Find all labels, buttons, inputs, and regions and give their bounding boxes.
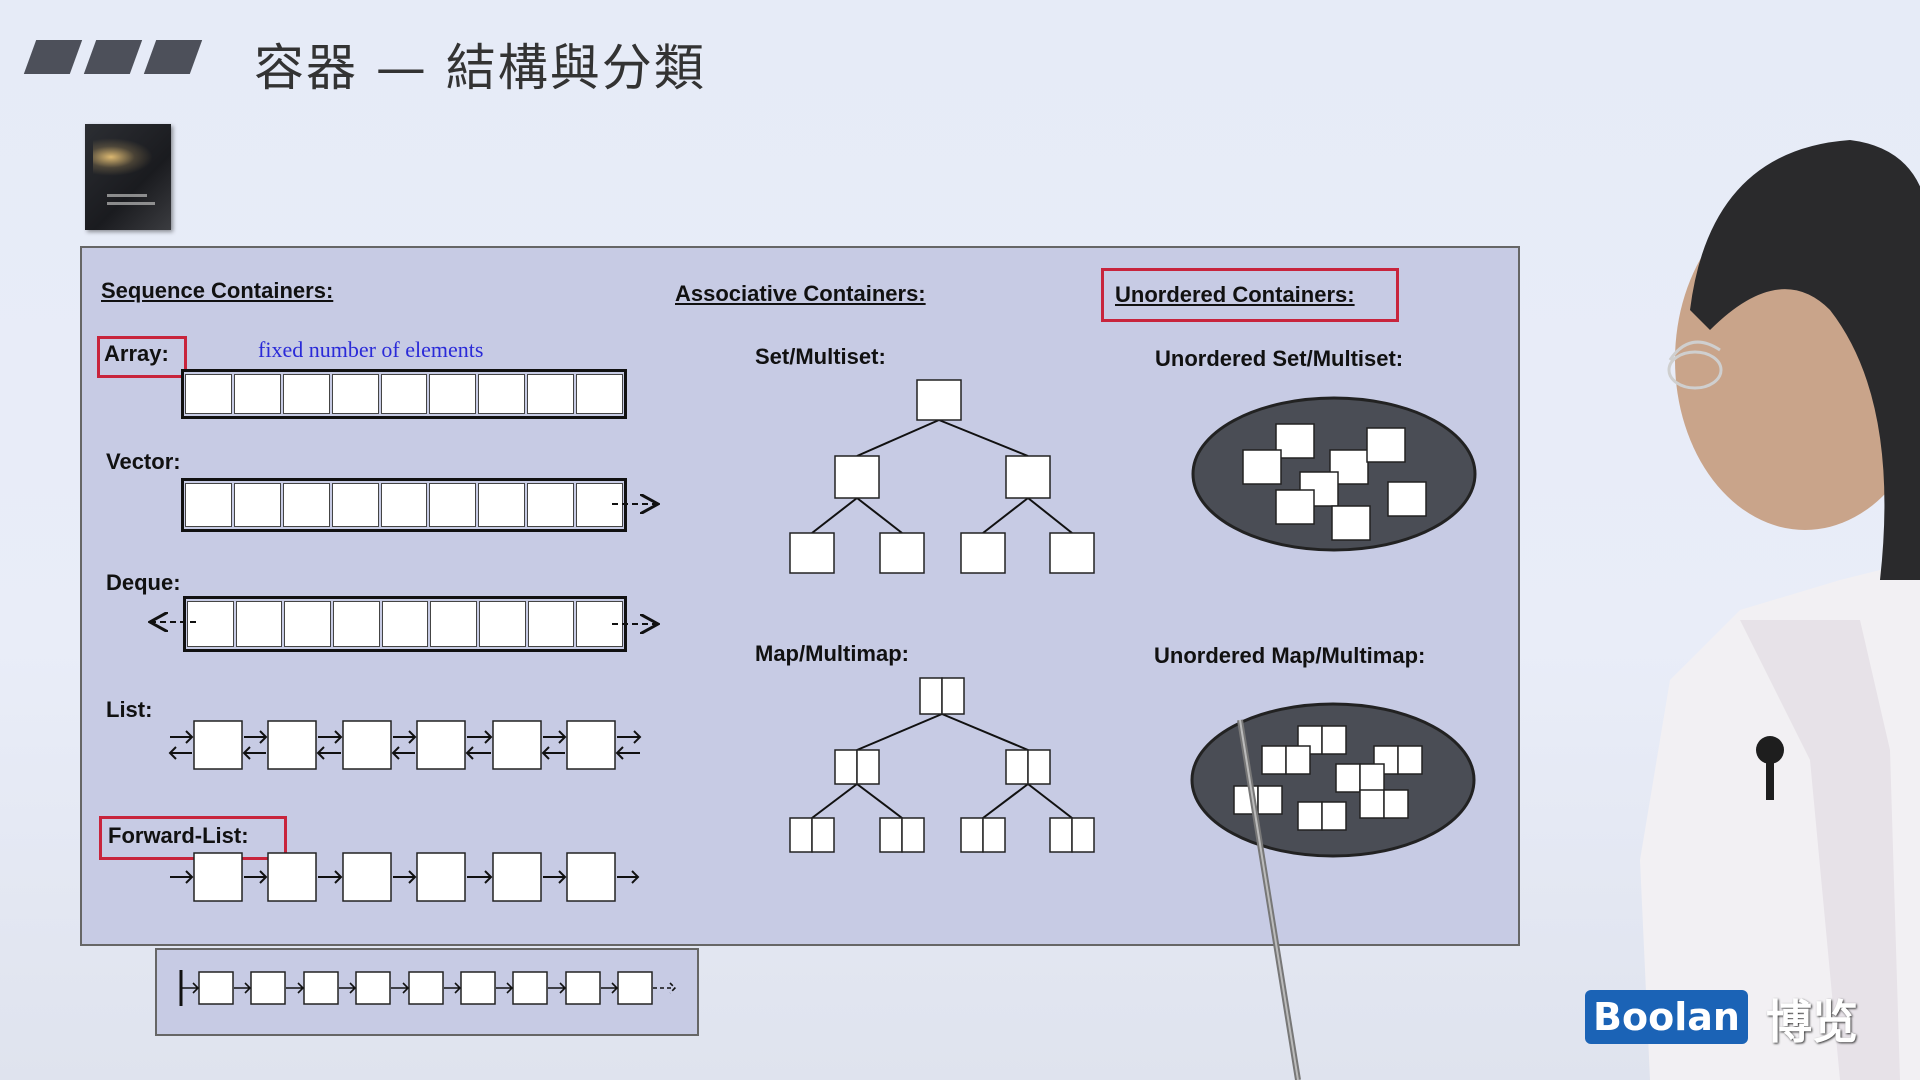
array-label: Array:	[104, 341, 169, 366]
map-tree-diagram	[789, 677, 1095, 853]
array-label-highlight	[97, 336, 187, 378]
associative-containers-heading: Associative Containers:	[675, 281, 926, 306]
unordered-heading-highlight	[1101, 268, 1399, 322]
presenter-image	[1640, 140, 1920, 1080]
unordered-containers-heading: Unordered Containers:	[1115, 282, 1355, 307]
vector-label: Vector:	[106, 449, 181, 474]
unordered-set-multiset-label: Unordered Set/Multiset:	[1155, 346, 1404, 371]
list-diagram	[168, 720, 642, 770]
array-diagram	[181, 369, 627, 419]
array-note: fixed number of elements	[258, 337, 484, 362]
bottom-list-diagram	[179, 970, 677, 1006]
book-cover-icon	[85, 124, 171, 230]
set-tree-diagram	[789, 379, 1095, 574]
unordered-map-diagram	[1190, 702, 1476, 858]
sequence-containers-heading: Sequence Containers:	[101, 278, 334, 303]
boolan-logo-cn: 博览	[1766, 995, 1858, 1049]
unordered-set-diagram	[1191, 396, 1477, 552]
list-label: List:	[106, 697, 153, 722]
boolan-logo: Boolan	[1585, 990, 1748, 1044]
slide-title: 容器 — 結構與分類	[254, 39, 706, 97]
deque-diagram	[183, 596, 627, 652]
pointer-stick-icon	[1237, 719, 1301, 1080]
forward-list-label-highlight	[99, 816, 287, 860]
forward-list-label: Forward-List:	[108, 823, 249, 848]
forward-list-diagram	[170, 852, 640, 902]
unordered-map-multimap-label: Unordered Map/Multimap:	[1154, 643, 1426, 668]
map-multimap-label: Map/Multimap:	[755, 641, 909, 666]
set-multiset-label: Set/Multiset:	[755, 344, 886, 369]
deque-label: Deque:	[106, 570, 181, 595]
